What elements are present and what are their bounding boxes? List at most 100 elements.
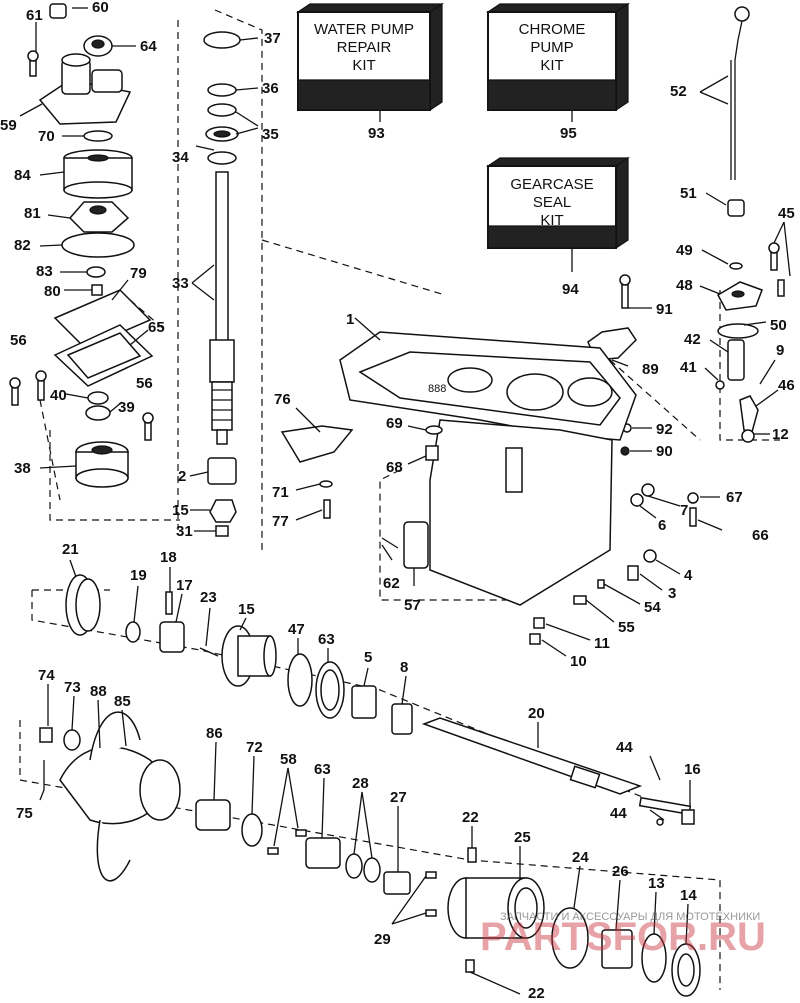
part-label: 68 (386, 459, 403, 476)
part-label: 76 (274, 391, 291, 408)
part-label: 4 (684, 567, 693, 584)
kit-number: 95 (560, 125, 577, 142)
part-label: 83 (36, 263, 53, 280)
gearcase-housing: 888 (280, 331, 699, 645)
part-label: 37 (264, 30, 281, 47)
part-label: 66 (752, 527, 769, 544)
part-label: 24 (572, 849, 589, 866)
part-label: 28 (352, 775, 369, 792)
part-label: 41 (680, 359, 697, 376)
part-label: 44 (610, 805, 627, 822)
watermark-brand: PARTSFOR.RU (480, 915, 766, 959)
part-label: 89 (642, 361, 659, 378)
part-label: 29 (374, 931, 391, 948)
part-label: 79 (130, 265, 147, 282)
part-label: 64 (140, 38, 157, 55)
part-label: 44 (616, 739, 633, 756)
driveshaft-parts (203, 31, 241, 537)
kit-label-line: PUMP (530, 39, 573, 56)
part-label: 75 (16, 805, 33, 822)
part-label: 20 (528, 705, 545, 722)
kit-number: 93 (368, 125, 385, 142)
part-label: 34 (172, 149, 189, 166)
watermark: ЗАПЧАСТИ И АКСЕССУАРЫ ДЛЯ МОТОТЕХНИКИ PA… (480, 911, 766, 959)
part-label: 25 (514, 829, 531, 846)
part-label: 15 (238, 601, 255, 618)
part-label: 63 (314, 761, 331, 778)
part-label: 61 (26, 7, 43, 24)
kit-number: 94 (562, 281, 579, 298)
part-label: 46 (778, 377, 795, 394)
part-label: 47 (288, 621, 305, 638)
part-label: 35 (262, 126, 279, 143)
part-label: 1 (346, 311, 354, 328)
kit-label-line: REPAIR (337, 39, 392, 56)
part-label: 63 (318, 631, 335, 648)
kit-label-line: GEARCASE (510, 176, 593, 193)
part-label: 26 (612, 863, 629, 880)
assembly-lines (19, 9, 780, 990)
kit-label-line: WATER PUMP (314, 21, 414, 38)
part-label: 54 (644, 599, 661, 616)
part-label: 17 (176, 577, 193, 594)
part-label: 67 (726, 489, 743, 506)
part-label: 45 (778, 205, 795, 222)
part-label: 71 (272, 484, 289, 501)
kit-box-gearcase-seal: GEARCASE SEAL KIT 94 (486, 156, 630, 298)
part-label: 70 (38, 128, 55, 145)
watermark-caption: ЗАПЧАСТИ И АКСЕССУАРЫ ДЛЯ МОТОТЕХНИКИ (500, 911, 760, 923)
part-label: 38 (14, 460, 31, 477)
part-label: 11 (594, 635, 610, 652)
propeller-parts (39, 711, 701, 997)
part-label: 40 (50, 387, 67, 404)
part-label: 10 (570, 653, 587, 670)
water-pump-parts (9, 3, 154, 488)
part-label: 69 (386, 415, 403, 432)
casting-marking: 888 (428, 383, 446, 395)
part-label: 2 (178, 468, 186, 485)
part-label: 22 (528, 985, 545, 1002)
part-label: 13 (648, 875, 665, 892)
part-label: 33 (172, 275, 189, 292)
part-label: 51 (680, 185, 697, 202)
part-label: 77 (272, 513, 289, 530)
part-label: 16 (684, 761, 701, 778)
part-label: 90 (656, 443, 673, 460)
part-label: 12 (772, 426, 789, 443)
kit-label-line: SEAL (533, 194, 571, 211)
kit-label-line: KIT (540, 212, 563, 229)
part-label: 50 (770, 317, 787, 334)
part-label: 15 (172, 502, 189, 519)
part-label: 55 (618, 619, 635, 636)
part-label: 18 (160, 549, 177, 566)
part-label: 3 (668, 585, 676, 602)
part-label: 49 (676, 242, 693, 259)
part-label: 14 (680, 887, 697, 904)
part-label: 31 (176, 523, 193, 540)
kit-label-line: CHROME (519, 21, 586, 38)
part-label: 36 (262, 80, 279, 97)
part-label: 42 (684, 331, 701, 348)
part-label: 9 (776, 342, 784, 359)
part-label: 8 (400, 659, 408, 676)
part-label: 52 (670, 83, 687, 100)
part-label: 65 (148, 319, 165, 336)
part-label: 56 (136, 375, 153, 392)
part-label: 22 (462, 809, 479, 826)
part-label: 57 (404, 597, 421, 614)
part-label: 86 (206, 725, 223, 742)
part-label: 85 (114, 693, 131, 710)
part-label: 72 (246, 739, 263, 756)
part-label: 23 (200, 589, 217, 606)
part-label: 27 (390, 789, 407, 806)
part-label: 73 (64, 679, 81, 696)
part-label: 91 (656, 301, 673, 318)
part-label: 59 (0, 117, 17, 134)
kit-box-chrome-pump: CHROME PUMP KIT 95 (486, 2, 630, 142)
part-label: 84 (14, 167, 31, 184)
part-label: 21 (62, 541, 79, 558)
part-label: 56 (10, 332, 27, 349)
gear-train-parts (65, 574, 695, 826)
